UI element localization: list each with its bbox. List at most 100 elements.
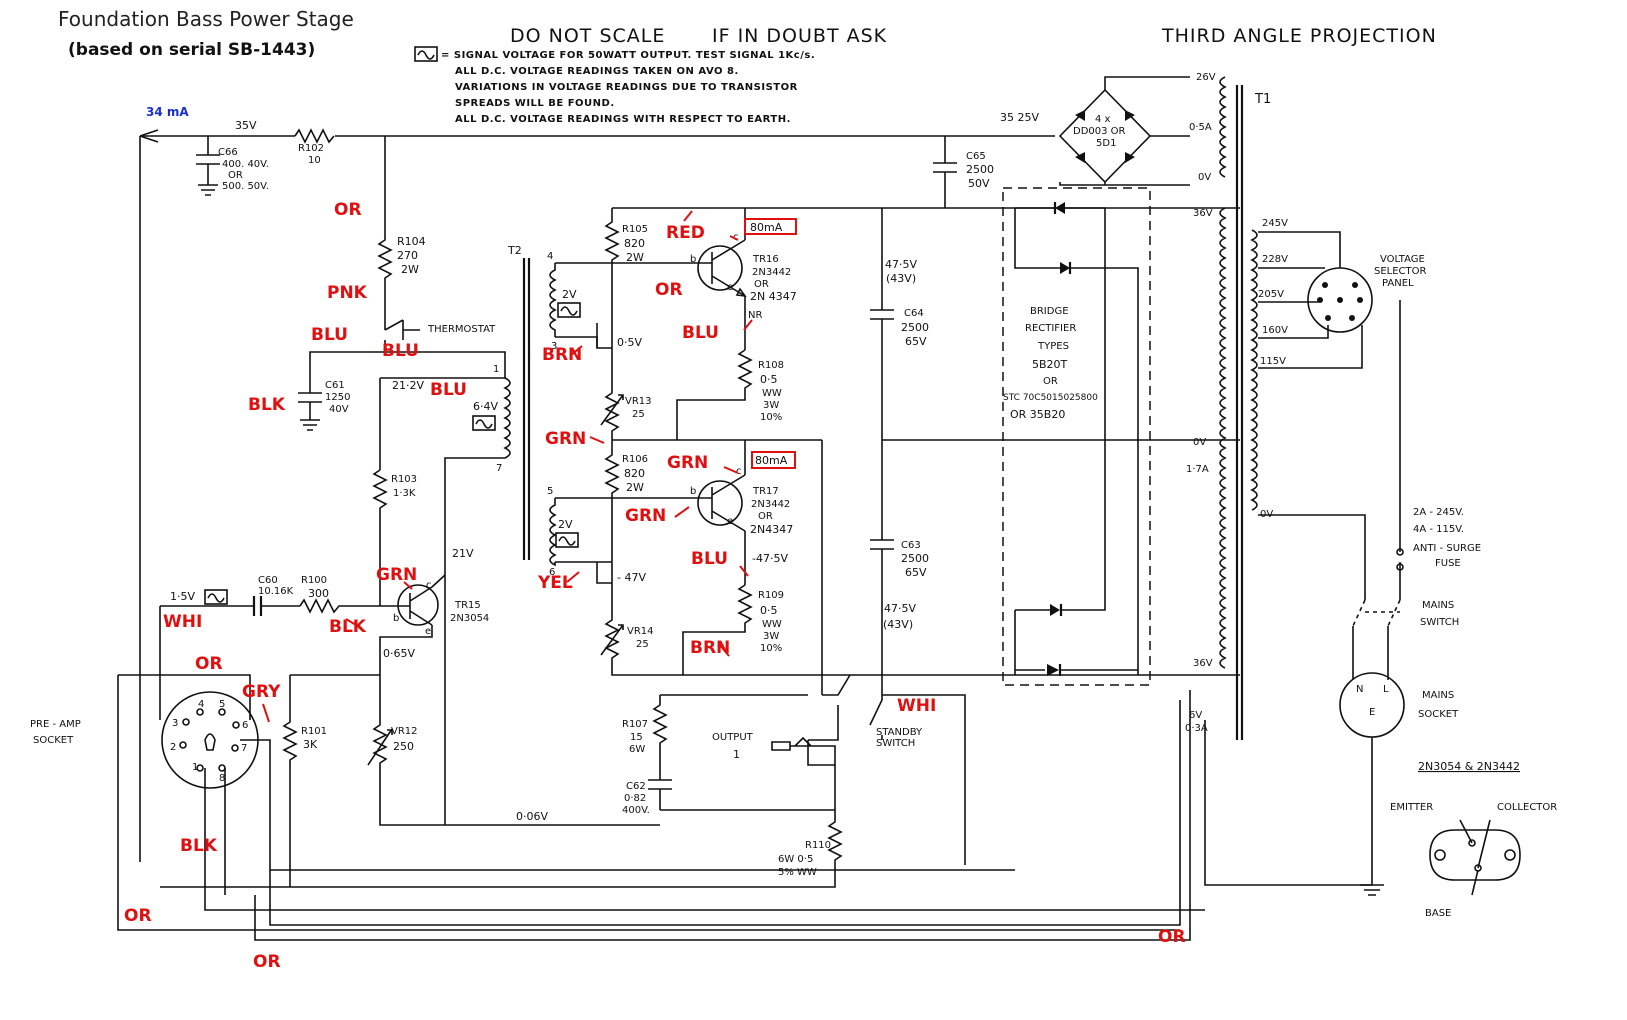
sine-box-icon <box>414 46 438 62</box>
c62-label: C62 0·82 400V. <box>622 781 650 816</box>
tr15-label: TR15 2N3054 <box>450 600 489 624</box>
svg-text:2A - 245V.: 2A - 245V. <box>1413 507 1464 518</box>
svg-text:FUSE: FUSE <box>1435 558 1461 569</box>
voltage-selector-panel[interactable] <box>1307 267 1373 333</box>
mains-switch-label: MAINS SWITCH <box>1420 600 1459 628</box>
c63-label: C63 2500 65V <box>901 540 929 579</box>
wire-label: BLU <box>311 325 348 345</box>
svg-text:6: 6 <box>549 567 555 578</box>
svg-text:OR: OR <box>754 279 769 290</box>
standby-label: STANDBY <box>876 727 923 738</box>
voltage-readings: 35V 35 25V 21·2V 6·4V 2V 2V 0·5V 47·5V (… <box>170 72 1288 823</box>
svg-text:R104: R104 <box>397 235 426 248</box>
svg-text:10%: 10% <box>760 643 782 654</box>
svg-text:1·7A: 1·7A <box>1186 464 1209 475</box>
svg-text:3: 3 <box>172 718 178 729</box>
svg-text:15: 15 <box>630 732 643 743</box>
svg-text:6W 0·5: 6W 0·5 <box>778 854 813 865</box>
r110-label: R110 6W 0·5 5% WW <box>778 840 831 878</box>
svg-text:36V: 36V <box>1193 208 1213 219</box>
svg-text:35V: 35V <box>235 119 257 132</box>
svg-text:25: 25 <box>632 409 645 420</box>
vr12-label: VR12 <box>391 726 418 737</box>
svg-text:65V: 65V <box>905 335 927 348</box>
svg-text:4: 4 <box>198 699 204 710</box>
wire-label: GRN <box>625 506 666 526</box>
svg-text:26V: 26V <box>1196 72 1216 83</box>
wire-label: GRN <box>376 565 417 585</box>
svg-text:R103: R103 <box>391 474 417 485</box>
bridge-rectifier-box <box>1002 187 1151 686</box>
wire-label: YEL <box>537 573 573 593</box>
svg-text:2N 4347: 2N 4347 <box>750 290 797 303</box>
wire-label: OR <box>1158 927 1186 947</box>
svg-text:VARIATIONS IN VOLTAGE READINGS: VARIATIONS IN VOLTAGE READINGS DUE TO TR… <box>455 82 798 93</box>
r103a-label: R103 1·3K <box>391 474 417 499</box>
svg-text:OR 35B20: OR 35B20 <box>1010 408 1065 421</box>
svg-text:1250: 1250 <box>325 392 350 403</box>
svg-text:1: 1 <box>493 364 499 375</box>
wire-label: BLK <box>329 617 367 637</box>
wire-label: OR <box>253 952 281 972</box>
svg-text:L: L <box>1383 684 1389 695</box>
wire-label: BRN <box>690 638 730 658</box>
svg-text:25: 25 <box>636 639 649 650</box>
svg-text:6·4V: 6·4V <box>473 400 498 413</box>
c66-label: C66 400. 40V. OR 500. 50V. <box>218 147 269 192</box>
svg-text:270: 270 <box>397 249 418 262</box>
svg-text:C64: C64 <box>904 308 924 319</box>
svg-text:10%: 10% <box>760 412 782 423</box>
tr16-current-box <box>744 218 797 235</box>
r102-label: R102 10 <box>298 143 324 166</box>
r101-label: R101 <box>301 726 327 737</box>
r107-label: R107 15 6W <box>622 719 648 755</box>
svg-text:e: e <box>727 282 733 293</box>
svg-text:35 25V: 35 25V <box>1000 111 1039 124</box>
r105-label: R105 820 2W <box>622 224 648 264</box>
svg-text:SOCKET: SOCKET <box>1418 709 1459 720</box>
wire-label: RED <box>666 223 705 243</box>
svg-text:(43V): (43V) <box>883 618 913 631</box>
svg-text:820: 820 <box>624 237 645 250</box>
r106-label: R106 820 2W <box>622 454 648 494</box>
svg-text:115V: 115V <box>1260 356 1286 367</box>
svg-text:2: 2 <box>170 742 176 753</box>
svg-text:7: 7 <box>496 463 502 474</box>
wire-label: OR <box>334 200 362 220</box>
svg-text:2W: 2W <box>626 481 644 494</box>
wire-label: BLU <box>691 549 728 569</box>
svg-text:TR15: TR15 <box>454 600 481 611</box>
wire-label: PNK <box>327 283 368 303</box>
wire-label: OR <box>195 654 223 674</box>
svg-text:6: 6 <box>242 720 248 731</box>
svg-text:2N3442: 2N3442 <box>751 499 790 510</box>
wiring <box>117 76 1521 941</box>
svg-text:2V: 2V <box>558 518 573 531</box>
svg-text:SPREADS WILL BE FOUND.: SPREADS WILL BE FOUND. <box>455 98 615 109</box>
svg-text:e: e <box>727 516 733 527</box>
r104-label: R104 270 2W <box>397 235 426 276</box>
svg-text:TR17: TR17 <box>752 486 779 497</box>
svg-text:1·3K: 1·3K <box>393 488 416 499</box>
svg-text:ANTI - SURGE: ANTI - SURGE <box>1413 543 1481 554</box>
svg-text:c: c <box>426 580 432 591</box>
svg-text:PANEL: PANEL <box>1382 278 1414 289</box>
wire-label: BLU <box>682 323 719 343</box>
voltage-selector-label: VOLTAGE SELECTOR PANEL <box>1374 254 1427 289</box>
svg-text:500. 50V.: 500. 50V. <box>222 181 269 192</box>
svg-text:-47·5V: -47·5V <box>752 552 788 565</box>
svg-text:0·06V: 0·06V <box>516 810 548 823</box>
c65-label: C65 2500 50V <box>966 151 994 190</box>
preamp-socket[interactable] <box>161 691 259 789</box>
svg-text:0V: 0V <box>1198 172 1211 183</box>
wire-label: BLK <box>180 836 218 856</box>
svg-text:STC 70C5015025800: STC 70C5015025800 <box>1003 393 1098 403</box>
svg-text:8: 8 <box>219 773 225 784</box>
svg-text:C66: C66 <box>218 147 238 158</box>
svg-text:c: c <box>733 232 739 243</box>
t1-label: T1 <box>1254 92 1271 107</box>
mains-socket[interactable] <box>1339 672 1405 738</box>
svg-text:5: 5 <box>219 699 225 710</box>
svg-text:3W: 3W <box>763 400 779 411</box>
current-34ma-note: 34 mA <box>146 105 189 119</box>
